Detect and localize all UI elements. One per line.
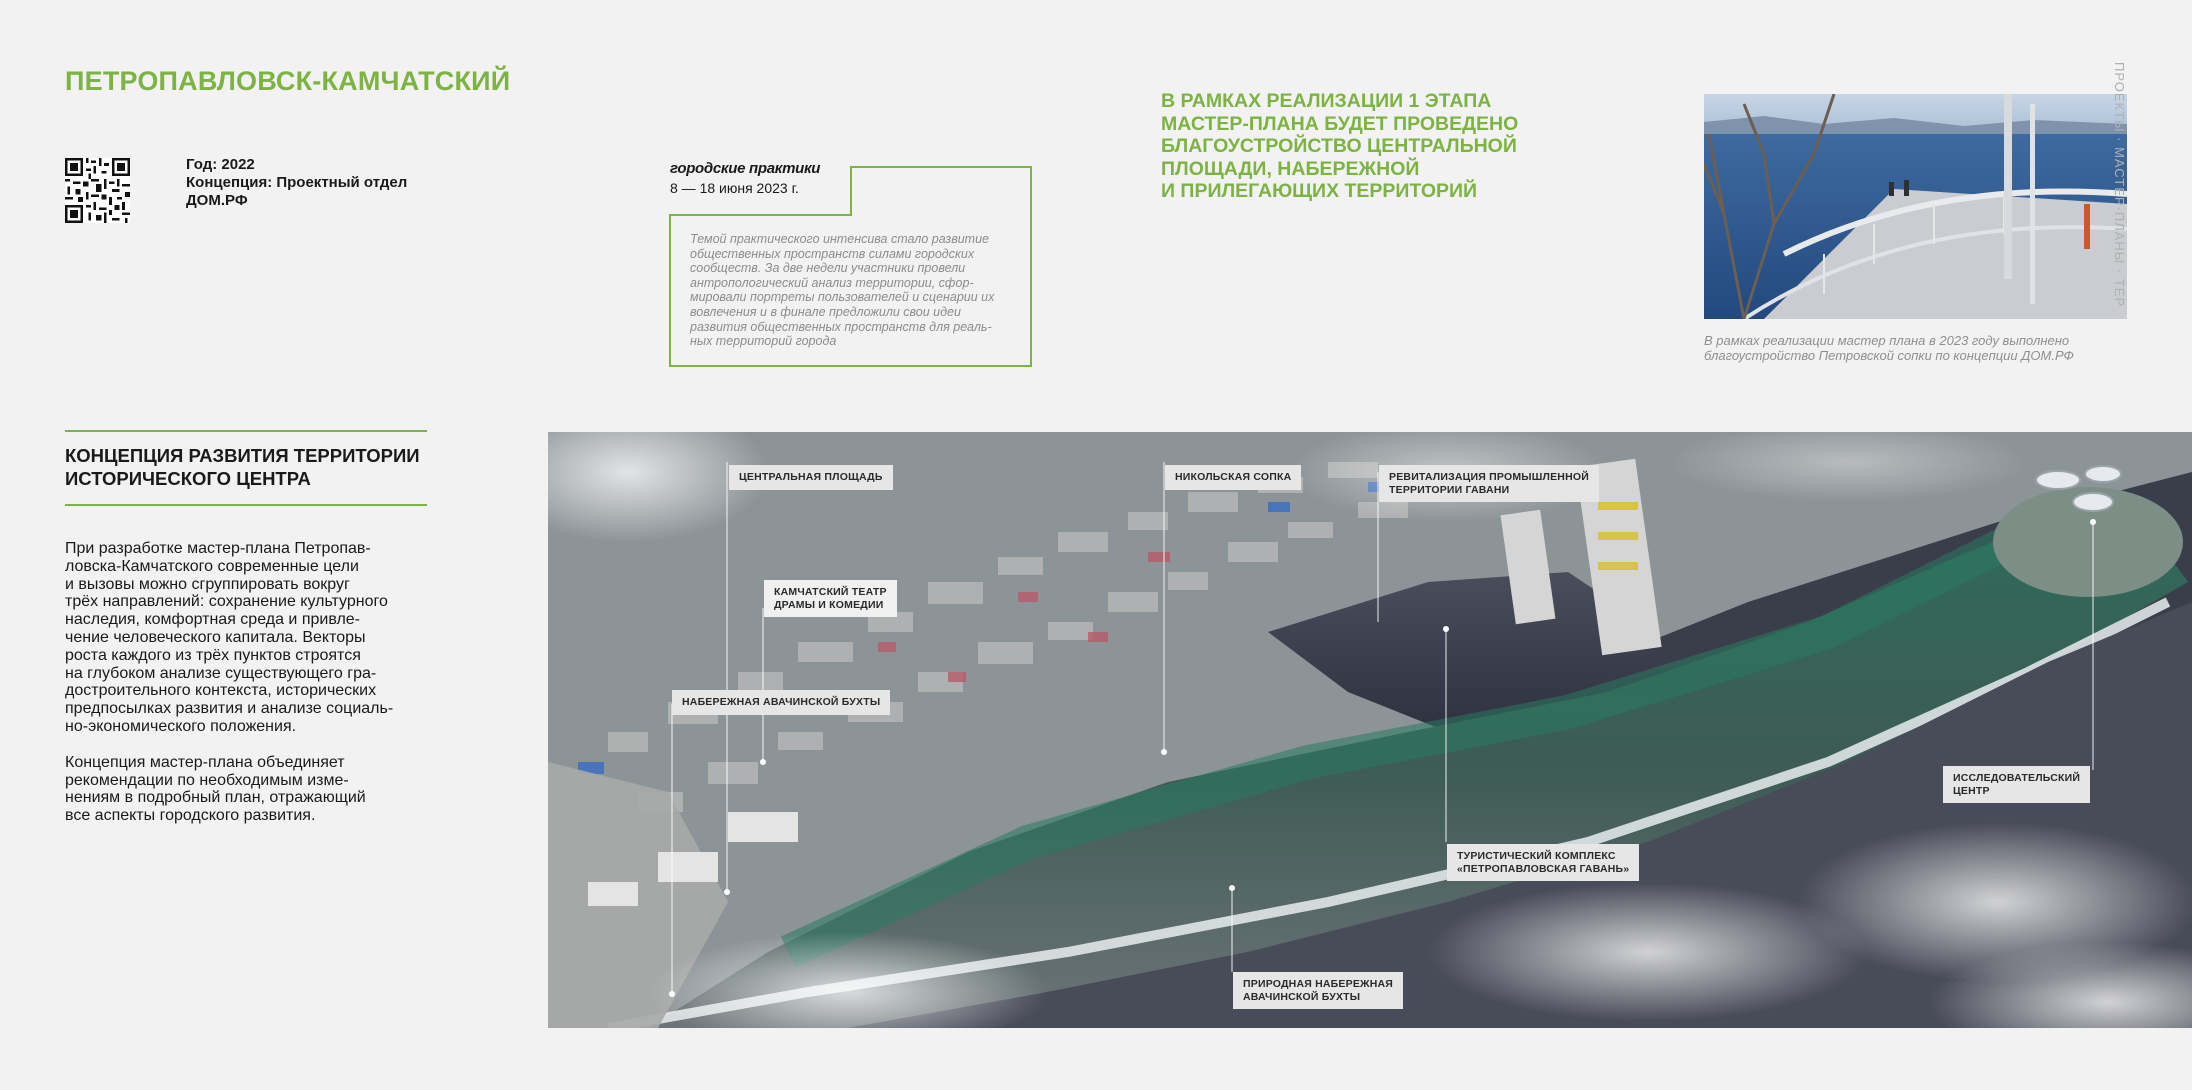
label-tourist-complex[interactable]: ТУРИСТИЧЕСКИЙ КОМПЛЕКС«ПЕТРОПАВЛОВСКАЯ Г… — [1447, 844, 1640, 881]
section-tab[interactable]: ПРОЕКТЫ · МАСТЕР-ПЛАНЫ · ТЕР — [2112, 62, 2127, 308]
concept-paragraph-1: При разработке мастер-плана Петропав-лов… — [65, 540, 394, 735]
project-meta: Год: 2022 Концепция: Проектный отдел ДОМ… — [186, 156, 407, 210]
concept-title: КОНЦЕПЦИЯ РАЗВИТИЯ ТЕРРИТОРИИ ИСТОРИЧЕСК… — [65, 445, 420, 489]
label-avacha-embankment[interactable]: НАБЕРЕЖНАЯ АВАЧИНСКОЙ БУХТЫ — [672, 690, 891, 715]
practice-dates: 8 — 18 июня 2023 г. — [670, 180, 799, 196]
concept-body: При разработке мастер-плана Петропав-лов… — [65, 540, 445, 843]
page-title: ПЕТРОПАВЛОВСК-КАМЧАТСКИЙ — [65, 66, 511, 96]
petrovskaya-hill-photo — [1704, 94, 2127, 319]
concept-author-org: ДОМ.РФ — [186, 192, 248, 209]
label-central-square[interactable]: ЦЕНТРАЛЬНАЯ ПЛОЩАДЬ — [729, 465, 893, 490]
stage-heading: В РАМКАХ РЕАЛИЗАЦИИ 1 ЭТАПА МАСТЕР-ПЛАНА… — [1161, 90, 1519, 202]
divider-top — [65, 430, 427, 432]
practice-description: Темой практического интенсива стало разв… — [690, 232, 995, 349]
aerial-render — [548, 432, 2192, 1028]
photo-caption: В рамках реализации мастер плана в 2023 … — [1704, 333, 2074, 363]
divider-bottom — [65, 504, 427, 506]
concept-author-text: Концепция: Проектный отдел — [186, 174, 408, 191]
practice-title: городские практики — [670, 160, 821, 177]
label-nikolskaya-hill[interactable]: НИКОЛЬСКАЯ СОПКА — [1165, 465, 1302, 490]
practice-frame — [669, 166, 1032, 367]
qr-code-icon[interactable] — [65, 158, 130, 223]
year-text: Год: 2022 — [186, 156, 255, 173]
